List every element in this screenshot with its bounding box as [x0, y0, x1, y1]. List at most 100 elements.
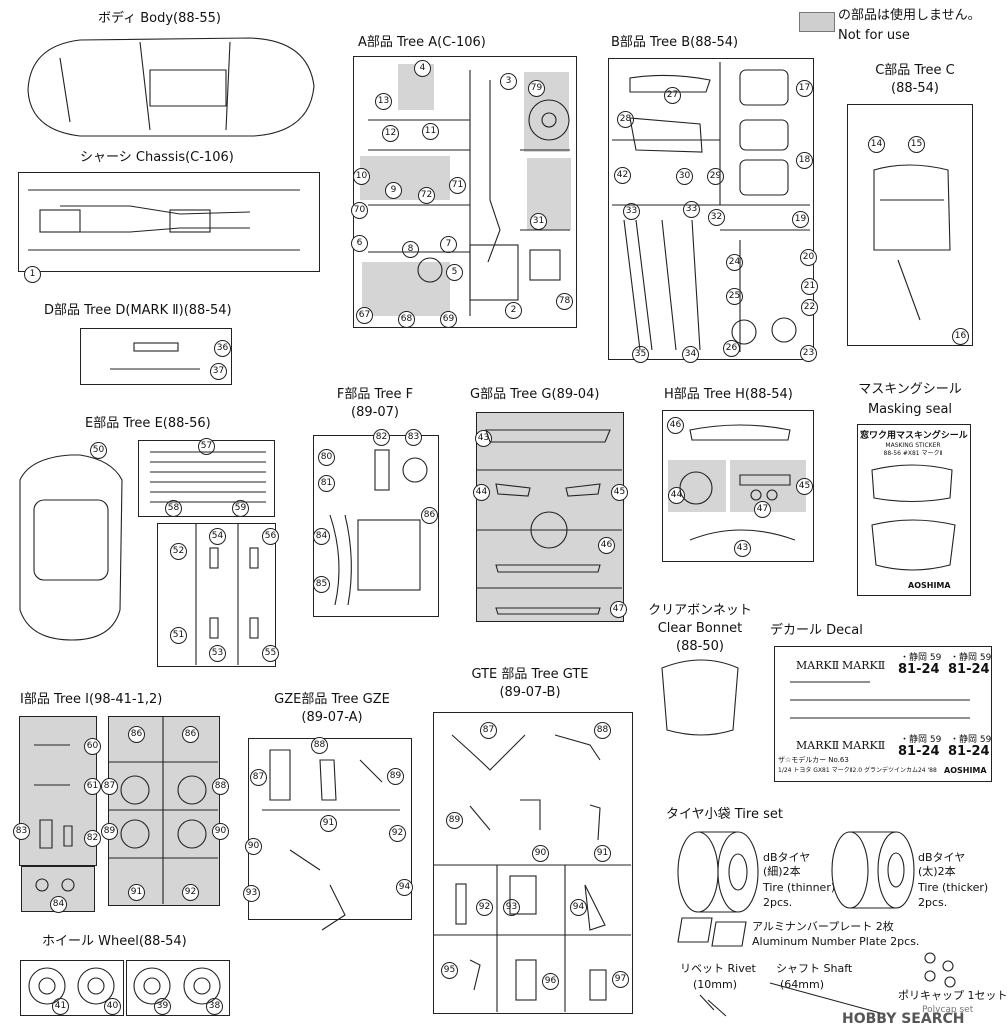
part-number: 94 [570, 899, 587, 916]
part-number: 83 [405, 429, 422, 446]
part-number: 60 [84, 738, 101, 755]
part-number: 80 [318, 449, 335, 466]
shaft-size: (64mm) [780, 978, 825, 991]
part-number: 20 [800, 249, 817, 266]
part-number: 83 [13, 823, 30, 840]
part-number: 78 [556, 293, 573, 310]
legend-en: Not for use [838, 28, 910, 43]
part-number: 57 [198, 438, 215, 455]
part-number: 54 [209, 528, 226, 545]
part-number: 87 [480, 722, 497, 739]
part-number: 71 [449, 177, 466, 194]
tree-a-title: A部品 Tree A(C-106) [358, 35, 486, 50]
tire-thick-qty: 2pcs. [918, 896, 948, 909]
decal-plate-top-2: ・静岡 59 [950, 653, 992, 663]
part-number: 5 [446, 264, 463, 281]
part-number: 56 [262, 528, 279, 545]
part-number: 25 [726, 288, 743, 305]
part-number: 3 [500, 73, 517, 90]
bonnet-title-jp: クリアボンネット [648, 603, 752, 618]
part-number: 84 [313, 528, 330, 545]
part-number: 23 [800, 345, 817, 362]
wheel-title: ホイール Wheel(88-54) [42, 934, 187, 949]
part-number: 92 [476, 899, 493, 916]
tree-d-frame [80, 328, 232, 385]
part-number: 47 [754, 501, 771, 518]
unused-part [668, 460, 726, 512]
tire-thick-jp: dBタイヤ [918, 851, 966, 864]
decal-plate-2: 81-24 [948, 662, 990, 677]
part-number: 87 [101, 778, 118, 795]
mask-title-en: Masking seal [867, 402, 953, 417]
part-number: 86 [421, 507, 438, 524]
part-number: 69 [440, 311, 457, 328]
part-number: 82 [84, 830, 101, 847]
tree-e-title: E部品 Tree E(88-56) [85, 416, 211, 431]
legend-jp: の部品は使用しません。 [838, 8, 981, 23]
decal-mark-4: MARKⅡ [842, 739, 886, 752]
part-number: 42 [614, 167, 631, 184]
part-number: 46 [667, 417, 684, 434]
part-number: 89 [101, 823, 118, 840]
decal-plate-4: 81-24 [948, 744, 990, 759]
decal-plate-top-4: ・静岡 59 [950, 735, 992, 745]
part-number: 11 [422, 123, 439, 140]
part-number: 19 [792, 211, 809, 228]
part-number: 51 [170, 627, 187, 644]
part-number: 31 [530, 213, 547, 230]
part-number: 58 [165, 500, 182, 517]
chassis-frame [18, 172, 320, 272]
part-number: 93 [503, 899, 520, 916]
mask-sheet-code: 88-56 #X81 マークⅡ [883, 450, 943, 457]
part-number: 85 [313, 576, 330, 593]
part-number: 68 [398, 311, 415, 328]
tree-c-title: C部品 Tree C [875, 63, 955, 78]
polycap-en: Polycap set [922, 1005, 974, 1015]
rivet-size: (10mm) [693, 978, 738, 991]
part-number: 40 [104, 998, 121, 1015]
part-number: 88 [212, 778, 229, 795]
tree-f-code: (89-07) [351, 405, 399, 420]
part-number: 35 [632, 346, 649, 363]
plate-jp: アルミナンバープレート 2枚 [752, 920, 894, 933]
part-number: 26 [723, 340, 740, 357]
part-number: 33 [683, 201, 700, 218]
part-number: 6 [351, 235, 368, 252]
tree-gte-title: GTE 部品 Tree GTE [471, 667, 589, 682]
tire-thin-jp: dBタイヤ [763, 851, 811, 864]
tree-d-title: D部品 Tree D(MARK Ⅱ)(88-54) [44, 303, 232, 318]
part-number: 18 [796, 152, 813, 169]
decal-mark-3: MARKⅡ [796, 739, 840, 752]
part-number: 97 [612, 971, 629, 988]
part-number: 45 [611, 484, 628, 501]
decal-plate-top-1: ・静岡 59 [900, 653, 942, 663]
rivet-label: リベット Rivet [680, 962, 756, 975]
part-number: 93 [243, 885, 260, 902]
decal-title: デカール Decal [770, 623, 863, 638]
part-number: 37 [210, 363, 227, 380]
part-number: 32 [708, 209, 725, 226]
shaft-label: シャフト Shaft [776, 962, 853, 975]
part-number: 15 [908, 136, 925, 153]
part-number: 10 [353, 168, 370, 185]
part-number: 17 [796, 80, 813, 97]
part-number: 14 [868, 136, 885, 153]
watermark: HOBBY SEARCH [842, 1011, 965, 1027]
decal-brand: AOSHIMA [944, 766, 987, 775]
part-number: 81 [318, 475, 335, 492]
part-number: 90 [532, 845, 549, 862]
part-number: 96 [542, 973, 559, 990]
part-number: 86 [128, 726, 145, 743]
part-number: 4 [414, 60, 431, 77]
part-number: 87 [250, 769, 267, 786]
part-number: 94 [396, 879, 413, 896]
part-number: 46 [598, 537, 615, 554]
tire-thick-jp2: (太)2本 [918, 865, 956, 878]
part-number: 72 [418, 187, 435, 204]
unused-part [360, 156, 450, 200]
tree-gte-frame [433, 712, 633, 1014]
part-number: 12 [382, 125, 399, 142]
decal-mark-1: MARKⅡ [796, 659, 840, 672]
part-number: 7 [440, 236, 457, 253]
decal-plate-1: 81-24 [898, 662, 940, 677]
